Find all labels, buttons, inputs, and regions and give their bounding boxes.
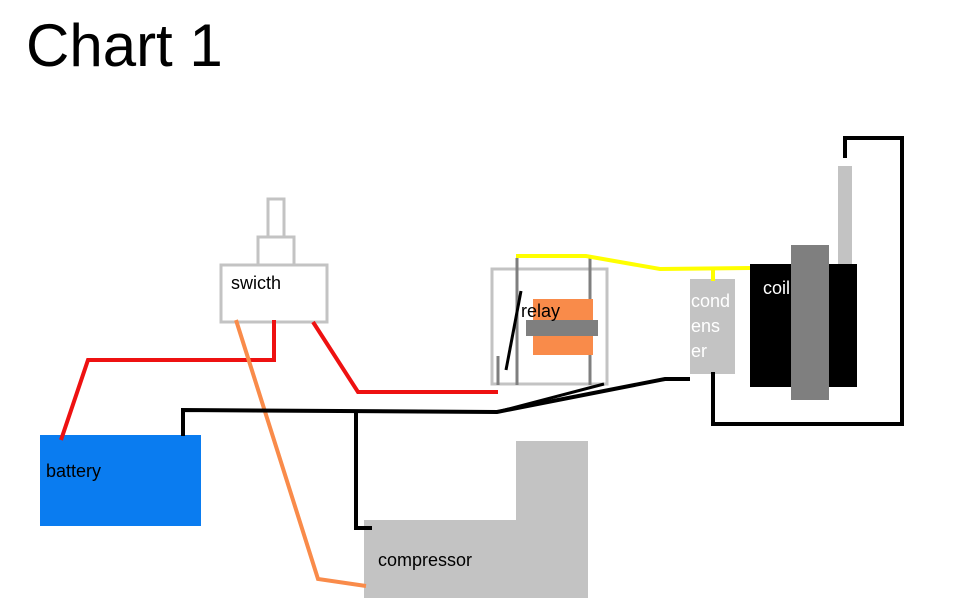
compressor-label: compressor bbox=[378, 550, 472, 570]
wire-yellow-relay-coil bbox=[516, 254, 751, 272]
condenser-label-line-1: cond bbox=[691, 291, 730, 311]
condenser-body bbox=[690, 279, 735, 374]
battery-label: battery bbox=[46, 461, 101, 481]
page-title: Chart 1 bbox=[26, 12, 223, 79]
compressor: compressor bbox=[364, 441, 588, 598]
compressor-body bbox=[364, 520, 588, 598]
switch-plunger bbox=[266, 197, 286, 237]
wire-red-battery-switch bbox=[59, 320, 276, 441]
relay-contact-arm bbox=[504, 290, 523, 371]
wire-black-coil-loop bbox=[711, 136, 904, 426]
ignition-coil: coil bbox=[750, 166, 857, 400]
relay-label: relay bbox=[521, 301, 560, 321]
switch: swicth bbox=[219, 197, 329, 324]
compressor-tower bbox=[516, 441, 588, 523]
coil-high-tension-post bbox=[838, 166, 852, 266]
battery: battery bbox=[40, 435, 201, 526]
wire-black-relay-ground bbox=[496, 382, 605, 414]
relay: relay bbox=[490, 258, 609, 386]
wiring bbox=[59, 136, 904, 588]
condenser-label-line-3: er bbox=[691, 341, 707, 361]
switch-neck bbox=[256, 235, 296, 267]
wire-black-compressor-ground bbox=[354, 410, 372, 530]
coil-core bbox=[791, 245, 829, 400]
condenser-label-line-2: ens bbox=[691, 316, 720, 336]
coil-label: coil bbox=[763, 278, 790, 298]
wire-orange-switch-compressor bbox=[234, 319, 367, 588]
battery-body bbox=[40, 435, 201, 526]
switch-label: swicth bbox=[231, 273, 281, 293]
relay-core bbox=[526, 320, 598, 336]
wire-red-switch-relay bbox=[311, 320, 498, 394]
condenser: cond ens er bbox=[690, 279, 735, 374]
